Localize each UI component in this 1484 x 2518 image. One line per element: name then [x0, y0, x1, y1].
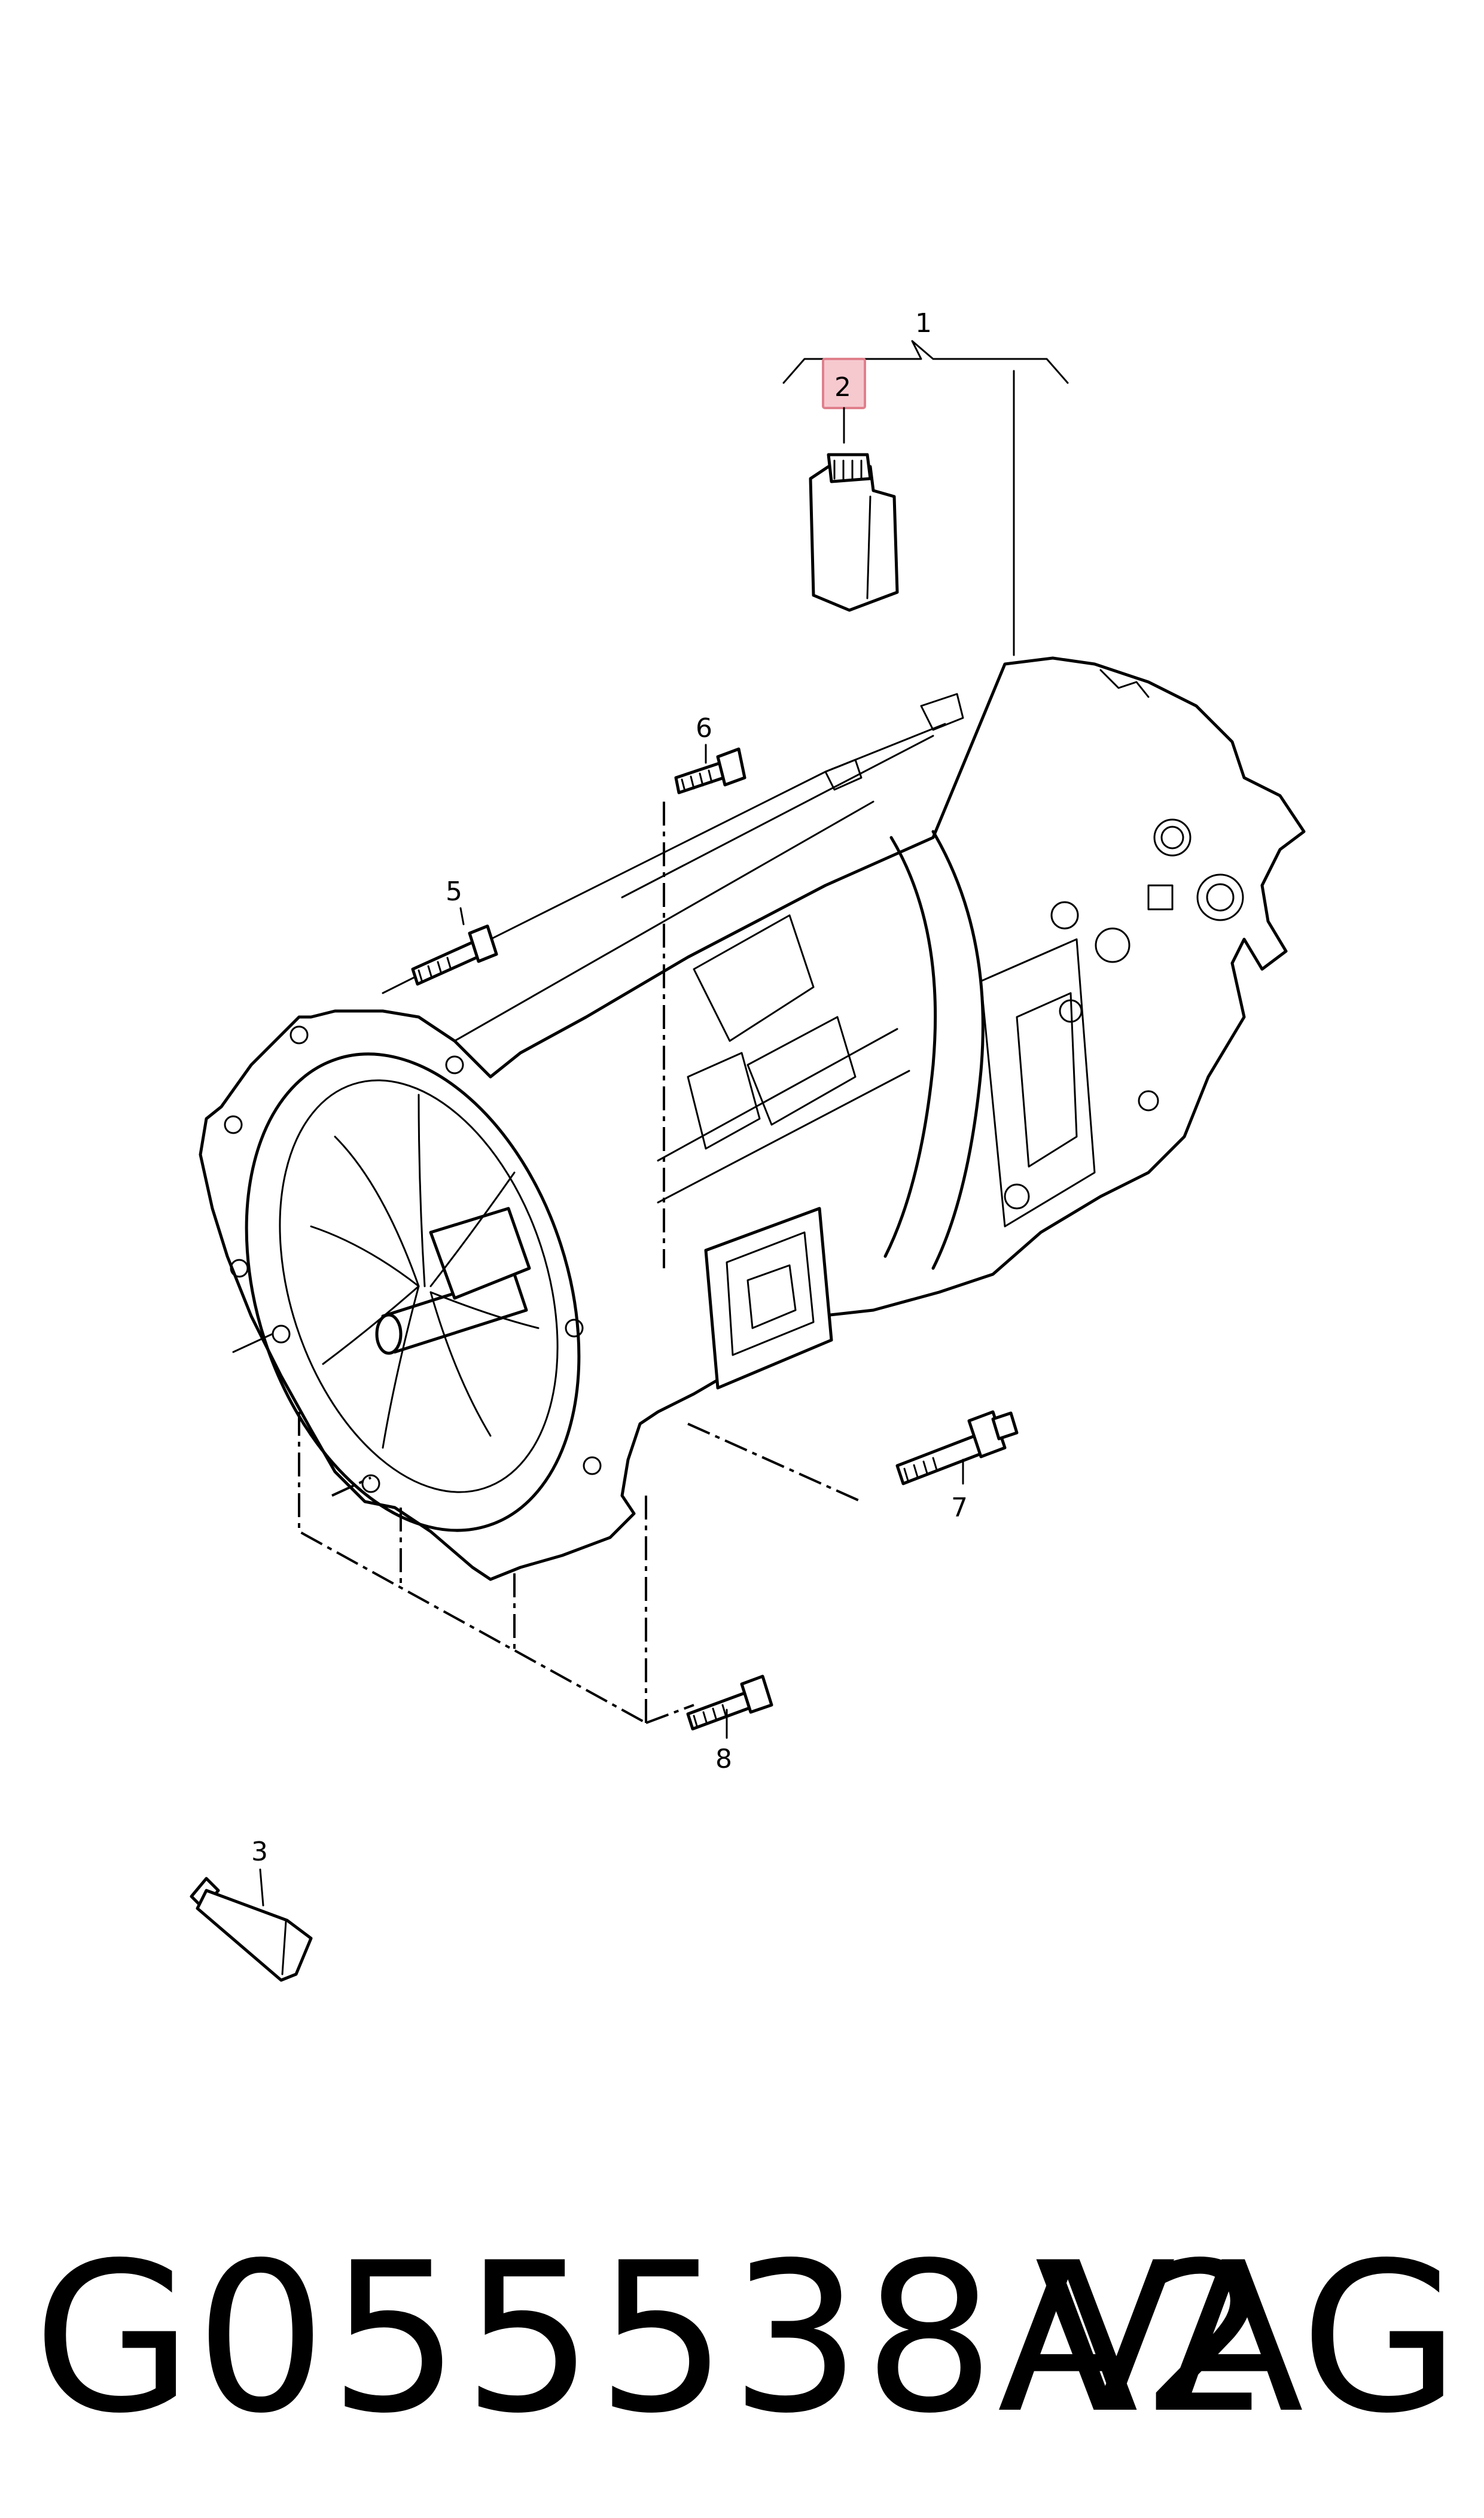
oil-bottle-part[interactable] — [809, 453, 899, 612]
callout-3[interactable]: 3 — [251, 1837, 268, 1867]
bolt-8-part[interactable] — [686, 1674, 773, 1731]
part-number: G055538A2 — [33, 2219, 1275, 2459]
callout-6[interactable]: 6 — [696, 713, 712, 744]
bolt-7-group: 7 — [687, 1410, 1019, 1523]
callout-5[interactable]: 5 — [446, 876, 462, 907]
exploded-parts-diagram: 1 2 — [189, 308, 1306, 1982]
callout-1-bracket: 1 — [782, 308, 1069, 656]
bolt-7-part[interactable] — [895, 1410, 1019, 1485]
transmission-assembly[interactable] — [189, 656, 1306, 1581]
bolt-8-group: 8 — [298, 1412, 773, 1774]
bolt-6-part[interactable] — [674, 747, 746, 794]
tube-3-group: 3 — [190, 1837, 313, 1982]
brand-label: VAG — [1034, 2219, 1460, 2459]
callout-1[interactable]: 1 — [915, 308, 932, 339]
callout-8[interactable]: 8 — [715, 1744, 732, 1774]
callout-2[interactable]: 2 — [834, 372, 851, 403]
callout-7[interactable]: 7 — [951, 1493, 968, 1523]
callout-2-group: 2 — [822, 358, 866, 444]
sealant-tube-part[interactable] — [190, 1877, 313, 1982]
bolt-5-group: 5 — [411, 876, 498, 986]
bolt-5-part[interactable] — [411, 924, 498, 986]
bolt-6-group: 6 — [663, 713, 746, 1268]
